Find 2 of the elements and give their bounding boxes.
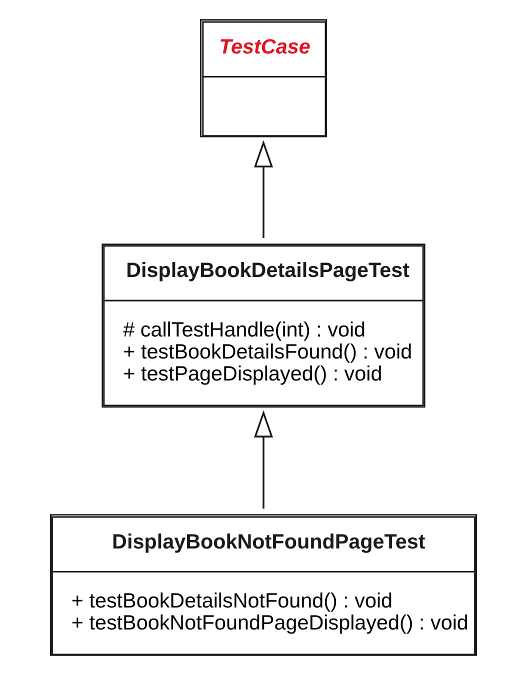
arrow xyxy=(253,410,273,509)
arrow xyxy=(253,140,273,238)
